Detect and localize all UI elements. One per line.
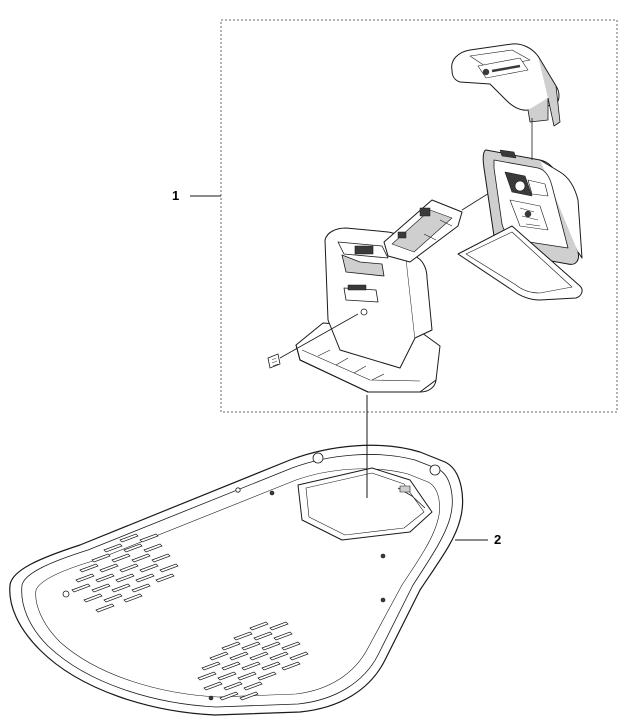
vent-slot [221, 641, 241, 651]
vent-slot [75, 573, 95, 583]
vent-slot [273, 631, 293, 641]
top-cover [451, 43, 561, 127]
vent-slot [201, 661, 221, 671]
vent-slot [139, 533, 159, 543]
base-plate-vents-bottom [197, 621, 309, 701]
callout-label-1: 1 [172, 188, 180, 203]
vent-slot [155, 573, 175, 583]
vent-slot [289, 651, 309, 661]
vent-slot [269, 621, 289, 631]
vent-slot [249, 621, 269, 631]
vent-slot [135, 573, 155, 583]
vent-slot [71, 583, 91, 593]
vent-slot [119, 533, 139, 543]
vent-slot [237, 671, 257, 681]
vent-slot [197, 671, 217, 681]
vent-slot [151, 553, 171, 563]
vent-slot [229, 651, 249, 661]
vent-slot [209, 651, 229, 661]
vent-slot [95, 573, 115, 583]
base-plate-recess [297, 467, 433, 541]
vent-slot [111, 583, 131, 593]
rear-housing [457, 149, 583, 301]
vent-slot [223, 681, 243, 691]
vent-slot [91, 553, 111, 563]
vent-slot [233, 631, 253, 641]
base-plate-vents-left [71, 533, 179, 613]
vent-slot [249, 651, 269, 661]
vent-slot [281, 661, 301, 671]
vent-slot [119, 563, 139, 573]
vent-slot [241, 661, 261, 671]
vent-slot [261, 661, 281, 671]
vent-slot [99, 563, 119, 573]
charging-station-body [295, 227, 441, 393]
base-plate [9, 444, 464, 716]
screw [267, 353, 281, 369]
vent-slot [219, 691, 239, 701]
vent-slot [203, 681, 223, 691]
vent-slot [103, 593, 123, 603]
vent-slot [269, 651, 289, 661]
vent-slot [257, 671, 277, 681]
vent-slot [123, 593, 143, 603]
vent-slot [253, 631, 273, 641]
vent-slot [103, 543, 123, 553]
vent-slot [139, 563, 159, 573]
vent-slot [159, 563, 179, 573]
vent-slot [281, 641, 301, 651]
vent-slot [95, 603, 115, 613]
vent-slot [111, 553, 131, 563]
vent-slot [115, 573, 135, 583]
vent-slot [91, 583, 111, 593]
vent-slot [143, 543, 163, 553]
vent-slot [123, 543, 143, 553]
callout-label-2: 2 [494, 532, 502, 547]
vent-slot [131, 583, 151, 593]
circuit-board [383, 199, 463, 263]
vent-slot [241, 641, 261, 651]
vent-slot [79, 563, 99, 573]
vent-slot [239, 691, 259, 701]
vent-slot [217, 671, 237, 681]
screw-leader [279, 313, 359, 359]
vent-slot [221, 661, 241, 671]
vent-slot [243, 681, 263, 691]
assembly-1-frame [220, 19, 618, 413]
vent-slot [131, 553, 151, 563]
vent-slot [261, 641, 281, 651]
vent-slot [83, 593, 103, 603]
